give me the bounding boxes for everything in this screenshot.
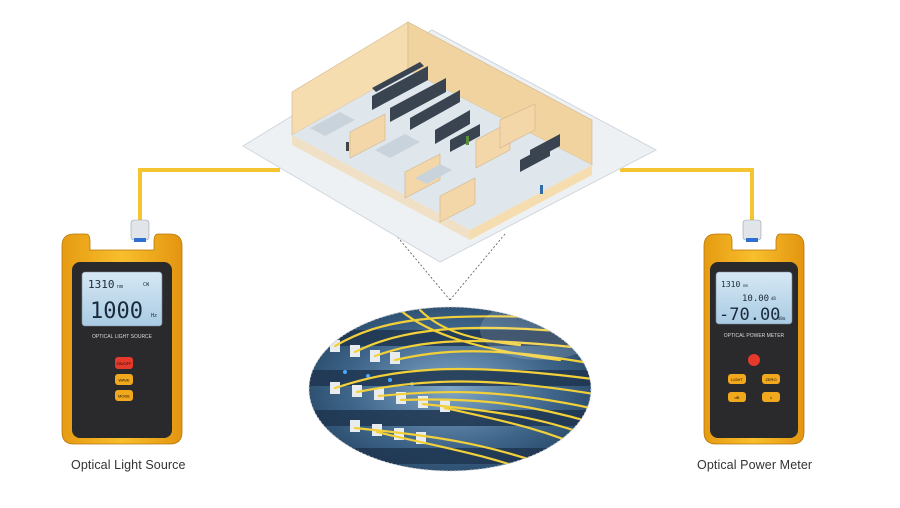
svg-text:CW: CW [143, 282, 150, 288]
wavelength-readout: 1310 [88, 278, 115, 291]
svg-text:LIGHT: LIGHT [731, 377, 743, 382]
optical-power-meter-device: 1310 nm 10.00 dB -70.00 dBm OPTICAL POWE… [703, 219, 805, 445]
lcd-screen [715, 271, 793, 325]
data-center-floor [242, 21, 658, 263]
power-button[interactable] [748, 354, 760, 366]
fiber-connector [130, 219, 150, 241]
svg-text:dB: dB [771, 296, 776, 301]
power-button[interactable] [115, 357, 133, 369]
lcd-screen [81, 271, 163, 327]
optical-light-source-device: 1310 nm CW 1000 Hz OPTICAL LIGHT SOURCE … [61, 219, 183, 445]
power-meter-buttons: LIGHT ZERO dB λ [728, 354, 780, 402]
svg-text:nm: nm [117, 284, 123, 290]
svg-text:MODE: MODE [118, 394, 130, 399]
wavelength-readout: 1310 [721, 280, 740, 289]
zero-button[interactable] [762, 374, 780, 384]
fiber-cable-left [138, 168, 280, 232]
svg-text:ON/OFF: ON/OFF [116, 361, 132, 366]
fiber-connector [742, 219, 762, 241]
svg-text:Hz: Hz [151, 313, 157, 319]
light-source-buttons: ON/OFF WAVE MODE [115, 357, 133, 401]
optical-power-meter-label: Optical Power Meter [697, 458, 813, 472]
svg-text:λ: λ [770, 395, 772, 400]
wavelength-button[interactable] [762, 392, 780, 402]
device-panel-label: OPTICAL POWER METER [724, 333, 785, 339]
svg-text:dB: dB [735, 395, 740, 400]
wave-button[interactable] [115, 374, 133, 385]
reference-readout: 10.00 [742, 294, 769, 304]
patch-panel-closeup [307, 305, 593, 473]
mode-button[interactable] [115, 390, 133, 401]
frequency-readout: 1000 [90, 299, 143, 324]
svg-text:dBm: dBm [778, 316, 786, 321]
svg-text:ZERO: ZERO [765, 377, 776, 382]
fiber-cable-right [620, 168, 754, 232]
power-readout: -70.00 [719, 305, 780, 325]
optical-light-source-label: Optical Light Source [71, 458, 186, 472]
db-button[interactable] [728, 392, 746, 402]
light-button[interactable] [728, 374, 746, 384]
device-panel-label: OPTICAL LIGHT SOURCE [92, 334, 153, 340]
svg-text:WAVE: WAVE [118, 378, 130, 383]
svg-text:nm: nm [743, 283, 748, 288]
